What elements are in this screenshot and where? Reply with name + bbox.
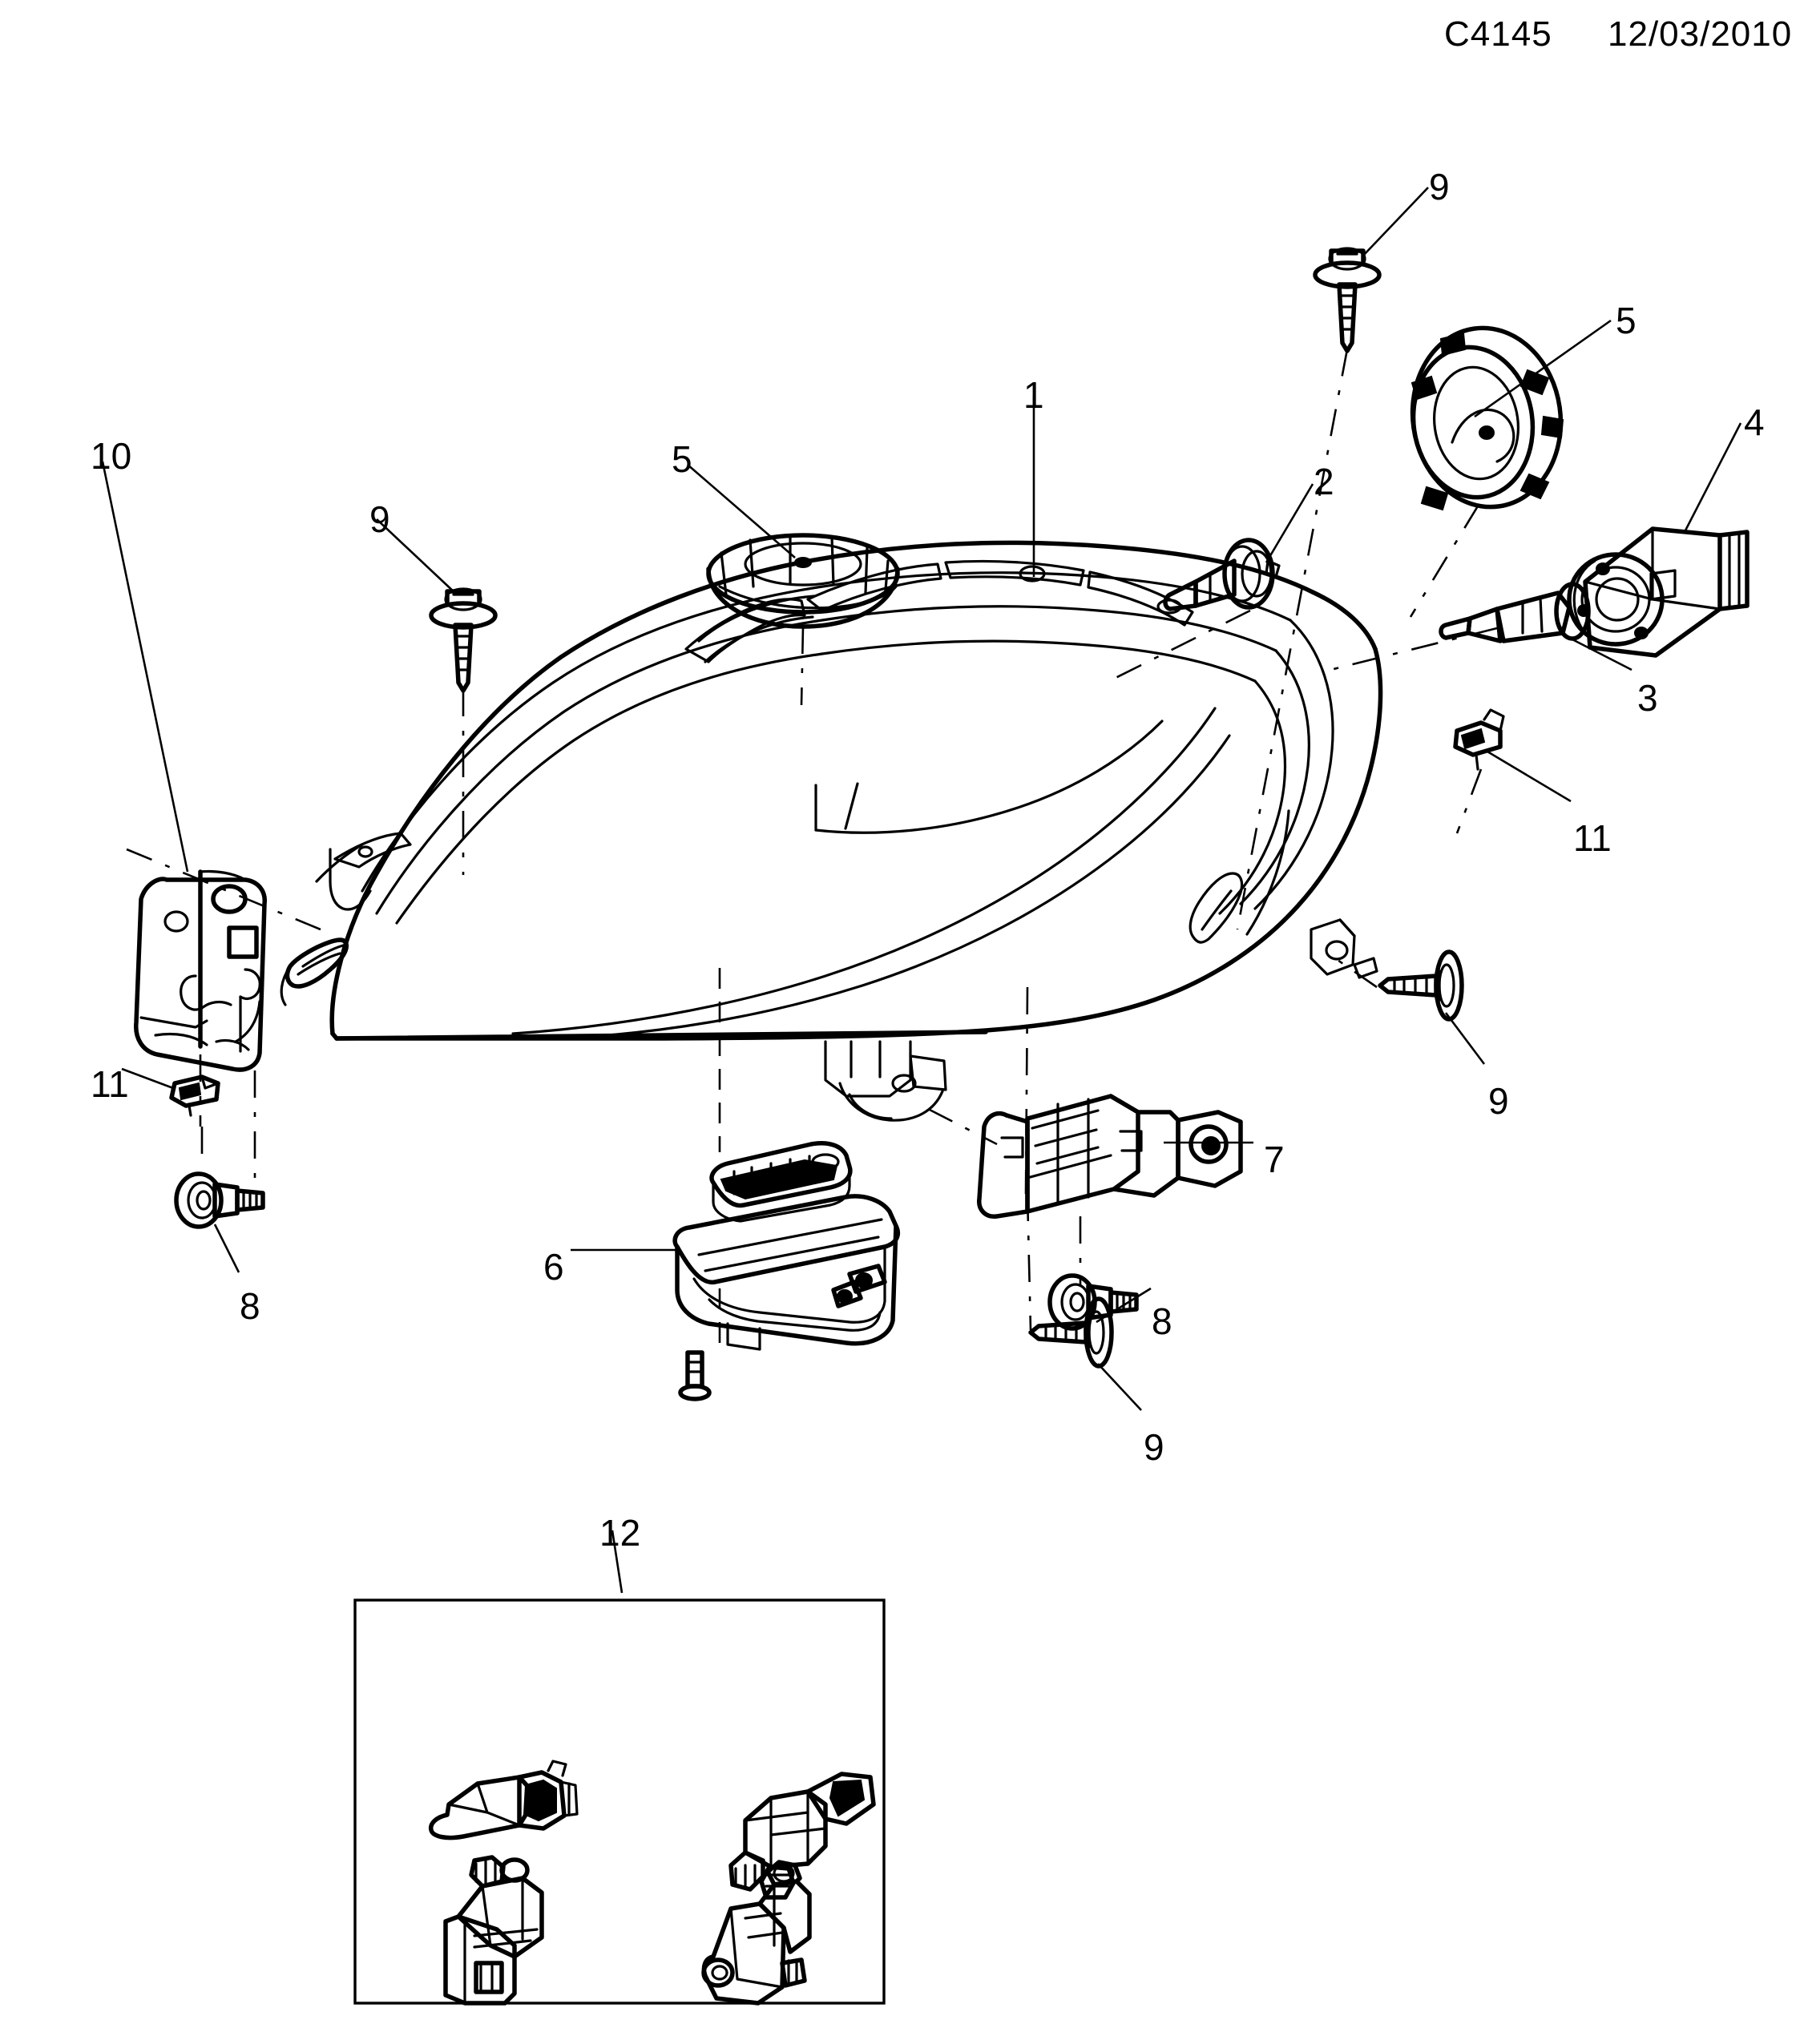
callout-10: 10 (91, 435, 132, 477)
callout-6: 6 (543, 1246, 564, 1288)
igniter-module-art (1567, 526, 1750, 658)
bracket-kit-box-art (353, 1599, 886, 2006)
headlamp-assembly-art (280, 540, 1383, 1122)
bolt-left-art (174, 1171, 265, 1229)
mounting-bracket-outer-art (134, 869, 267, 1072)
callout-3: 3 (1637, 677, 1658, 719)
callout-7: 7 (1264, 1139, 1285, 1180)
callout-11-left: 11 (91, 1063, 129, 1105)
callout-4: 4 (1744, 401, 1765, 443)
screw-lower-right-art (1028, 1296, 1114, 1369)
drawing-date: 12/03/2010 (1608, 14, 1793, 54)
assembly-centerlines (126, 349, 1498, 1354)
callout-2: 2 (1314, 461, 1334, 502)
clip-bracket-a-art (428, 1760, 579, 1840)
callout-8-left: 8 (240, 1285, 260, 1327)
callout-12: 12 (599, 1512, 641, 1554)
callout-1: 1 (1023, 374, 1044, 416)
callout-9-lower-right: 9 (1144, 1426, 1164, 1468)
clip-bracket-d-art (701, 1860, 812, 2006)
ballast-module-art (672, 1141, 901, 1401)
screw-upper-left-art (429, 587, 498, 693)
bolt-lower-art (1047, 1273, 1139, 1331)
bulb-halogen-art (1163, 538, 1281, 611)
callout-9-upper-right: 9 (1429, 166, 1450, 208)
callout-11-right: 11 (1573, 817, 1612, 859)
access-cover-cap-left-art (706, 533, 900, 629)
callout-8-lower: 8 (1152, 1300, 1172, 1342)
leader-lines (101, 187, 1742, 1594)
screw-upper-right-art (1313, 247, 1382, 353)
callout-5-right: 5 (1616, 300, 1637, 341)
mounting-bracket-lower-art (977, 1094, 1243, 1219)
clip-bracket-c-art (443, 1855, 544, 2006)
callout-9-upper-left: 9 (369, 498, 390, 540)
callout-9-side-right: 9 (1488, 1080, 1509, 1122)
clip-nut-left-art (169, 1074, 220, 1117)
access-cover-cap-right-art (1410, 325, 1564, 511)
drawing-code: C4145 (1444, 14, 1552, 54)
screw-side-right-art (1378, 949, 1464, 1022)
clip-bracket-b-art (728, 1772, 876, 1900)
clip-nut-right-art (1453, 708, 1505, 771)
bulb-hid-art (1439, 582, 1591, 643)
callout-5-left: 5 (672, 438, 692, 480)
